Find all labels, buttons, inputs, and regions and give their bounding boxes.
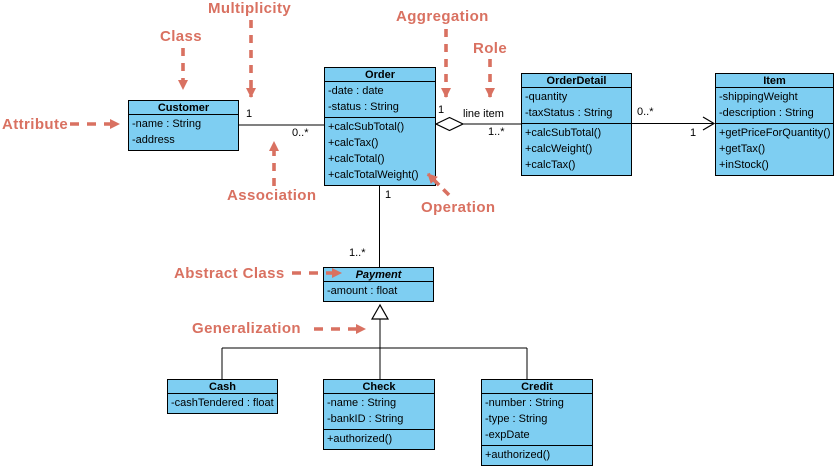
multiplicity-item-end: 1 <box>690 127 697 139</box>
attribute-row: -address <box>132 134 175 146</box>
class-item[interactable]: Item -shippingWeight -description : Stri… <box>715 73 834 176</box>
operation-row: +getTax() <box>719 143 766 155</box>
callout-attribute: Attribute <box>2 116 69 133</box>
class-credit-title: Credit <box>482 380 592 394</box>
class-check[interactable]: Check -name : String -bankID : String +a… <box>323 379 435 450</box>
class-cash[interactable]: Cash -cashTendered : float <box>167 379 278 414</box>
class-check-attributes: -name : String -bankID : String <box>324 394 434 429</box>
callout-abstract-class: Abstract Class <box>174 265 285 282</box>
callout-generalization: Generalization <box>192 320 301 337</box>
callout-role: Role <box>473 40 508 57</box>
attribute-row: -quantity <box>525 91 568 103</box>
multiplicity-payment-end: 1..* <box>349 247 366 259</box>
attribute-row: -name : String <box>327 397 397 409</box>
class-payment[interactable]: Payment -amount : float <box>323 267 434 302</box>
operation-row: +inStock() <box>719 159 769 171</box>
operation-row: +calcTax() <box>328 137 379 149</box>
generalization-triangle-icon <box>370 303 390 320</box>
class-order[interactable]: Order -date : date -status : String +cal… <box>324 67 436 186</box>
multiplicity-detail-item-end: 0..* <box>637 106 654 118</box>
multiplicity-orderdetail-end: 1..* <box>488 126 505 138</box>
class-item-title: Item <box>716 74 833 88</box>
operation-row: +calcSubTotal() <box>525 127 602 139</box>
attribute-row: -cashTendered : float <box>171 397 274 409</box>
attribute-row: -name : String <box>132 118 202 130</box>
operation-row: +calcTotal() <box>328 153 385 165</box>
operation-row: +authorized() <box>327 433 393 445</box>
class-orderdetail-title: OrderDetail <box>522 74 631 88</box>
operation-row: +authorized() <box>485 449 551 461</box>
multiplicity-customer-end: 1 <box>246 108 253 120</box>
class-customer-title: Customer <box>129 101 238 115</box>
aggregation-diamond-icon <box>434 116 465 132</box>
class-orderdetail[interactable]: OrderDetail -quantity -taxStatus : Strin… <box>521 73 632 176</box>
callout-operation: Operation <box>421 199 496 216</box>
navigable-arrow-icon <box>702 116 716 131</box>
callout-multiplicity: Multiplicity <box>208 0 292 17</box>
class-payment-title: Payment <box>324 268 433 282</box>
attribute-row: -expDate <box>485 429 530 441</box>
attribute-row: -bankID : String <box>327 413 404 425</box>
role-label-line-item: line item <box>463 108 504 120</box>
operation-row: +calcSubTotal() <box>328 121 405 133</box>
operation-row: +calcTax() <box>525 159 576 171</box>
callout-aggregation: Aggregation <box>396 8 489 25</box>
attribute-row: -taxStatus : String <box>525 107 613 119</box>
class-cash-title: Cash <box>168 380 277 394</box>
attribute-row: -description : String <box>719 107 814 119</box>
class-check-operations: +authorized() <box>324 429 434 449</box>
class-orderdetail-operations: +calcSubTotal() +calcWeight() +calcTax() <box>522 123 631 175</box>
attribute-row: -date : date <box>328 85 384 97</box>
class-credit[interactable]: Credit -number : String -type : String -… <box>481 379 593 466</box>
class-order-operations: +calcSubTotal() +calcTax() +calcTotal() … <box>325 117 435 185</box>
class-credit-attributes: -number : String -type : String -expDate <box>482 394 592 445</box>
class-payment-attributes: -amount : float <box>324 282 433 301</box>
attribute-row: -number : String <box>485 397 564 409</box>
callout-association: Association <box>227 187 317 204</box>
class-customer[interactable]: Customer -name : String -address <box>128 100 239 151</box>
operation-row: +calcTotalWeight() <box>328 169 419 181</box>
class-customer-attributes: -name : String -address <box>129 115 238 150</box>
attribute-row: -type : String <box>485 413 548 425</box>
class-order-attributes: -date : date -status : String <box>325 82 435 117</box>
attribute-row: -amount : float <box>327 285 398 297</box>
class-orderdetail-attributes: -quantity -taxStatus : String <box>522 88 631 123</box>
attribute-row: -shippingWeight <box>719 91 798 103</box>
multiplicity-order-payment-end: 1 <box>385 189 392 201</box>
class-order-title: Order <box>325 68 435 82</box>
multiplicity-aggregation-order-end: 1 <box>438 104 445 116</box>
class-item-attributes: -shippingWeight -description : String <box>716 88 833 123</box>
operation-row: +calcWeight() <box>525 143 593 155</box>
class-check-title: Check <box>324 380 434 394</box>
class-credit-operations: +authorized() <box>482 445 592 465</box>
class-item-operations: +getPriceForQuantity() +getTax() +inStoc… <box>716 123 833 175</box>
multiplicity-order-end: 0..* <box>292 127 309 139</box>
callout-class: Class <box>160 28 203 45</box>
attribute-row: -status : String <box>328 101 399 113</box>
operation-row: +getPriceForQuantity() <box>719 127 831 139</box>
class-cash-attributes: -cashTendered : float <box>168 394 277 413</box>
